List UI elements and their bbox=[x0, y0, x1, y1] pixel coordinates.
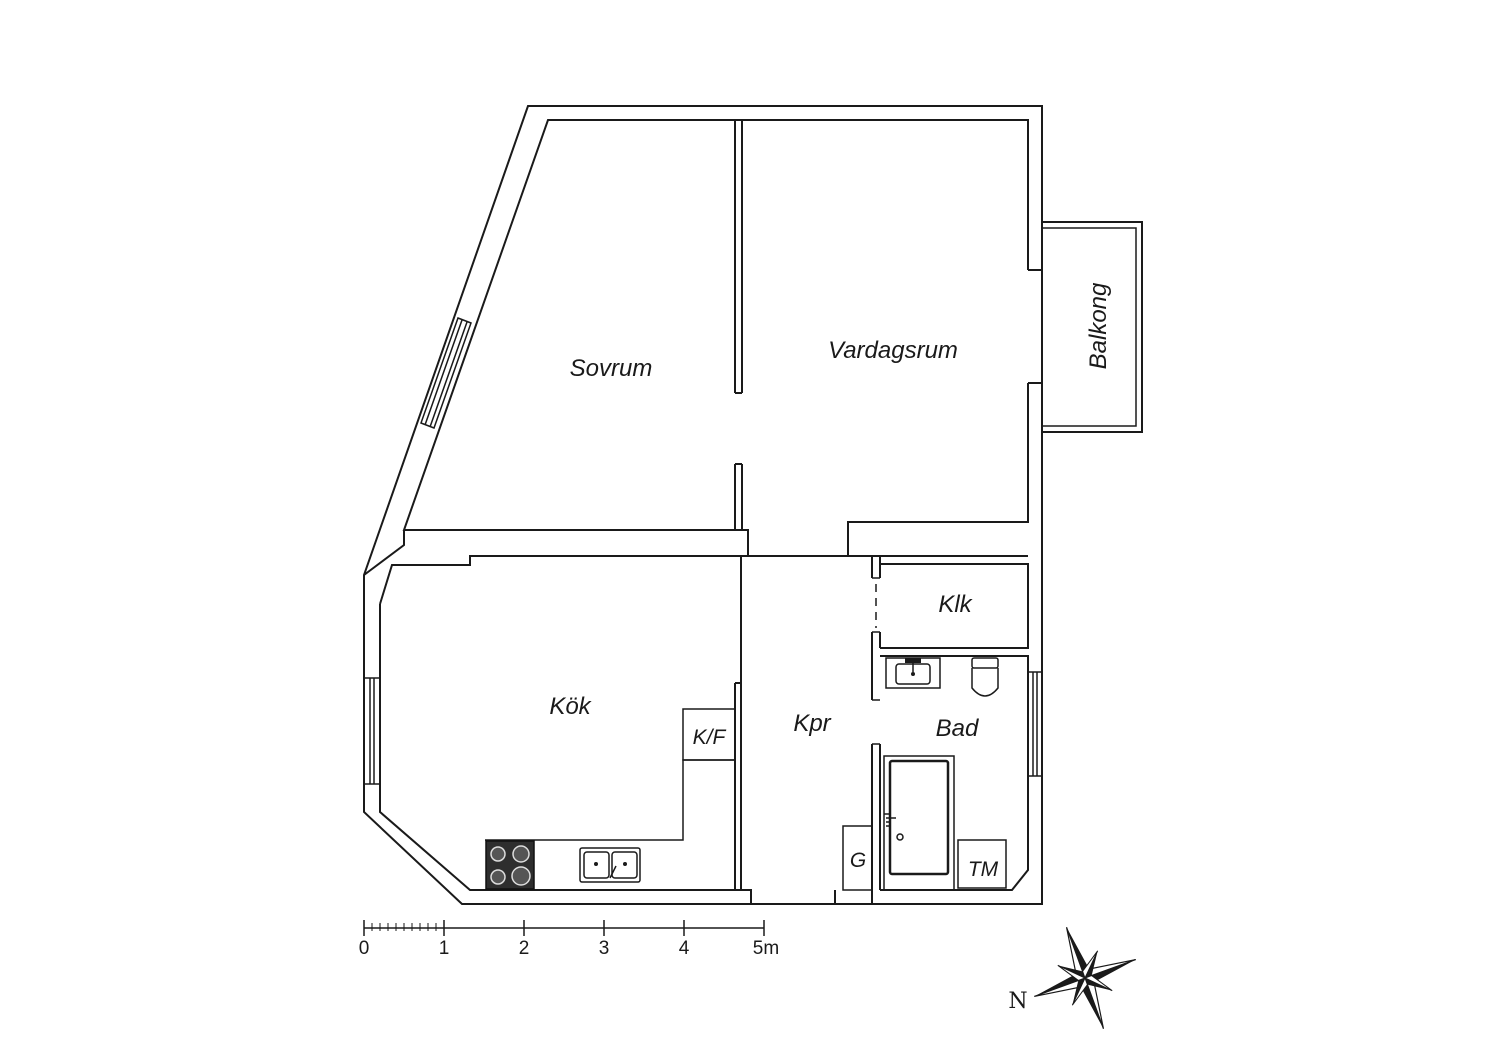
room-label-vardagsrum: Vardagsrum bbox=[828, 337, 958, 364]
bathtub bbox=[883, 755, 955, 891]
windows bbox=[363, 317, 1043, 785]
kitchen-sink bbox=[579, 847, 641, 883]
scale-tick-label-5: 5m bbox=[753, 938, 779, 959]
window-bath bbox=[1027, 671, 1043, 777]
washing-machine bbox=[957, 839, 1007, 889]
room-label-kpr: Kpr bbox=[793, 710, 831, 737]
room-label-bad: Bad bbox=[936, 715, 979, 742]
room-label-g: G bbox=[850, 849, 866, 872]
bathroom-fixtures bbox=[842, 657, 1007, 891]
toilet bbox=[971, 657, 999, 697]
stove bbox=[485, 840, 535, 890]
scale-bar: 0 1 2 3 4 5m bbox=[359, 920, 779, 959]
scale-tick-label-4: 4 bbox=[679, 938, 690, 959]
room-label-balkong: Balkong bbox=[1085, 282, 1112, 369]
bath-sink bbox=[885, 657, 941, 689]
compass-north-label: N bbox=[1008, 989, 1027, 1014]
room-label-klk: Klk bbox=[938, 591, 973, 618]
closet-g bbox=[842, 825, 873, 891]
room-label-kf: K/F bbox=[693, 726, 727, 749]
window-bedroom bbox=[420, 317, 472, 429]
window-kitchen bbox=[363, 677, 381, 785]
scale-tick-label-2: 2 bbox=[519, 938, 530, 959]
scale-tick-label-0: 0 bbox=[359, 938, 370, 959]
room-label-tm: TM bbox=[968, 858, 999, 881]
interior-walls bbox=[363, 120, 1042, 904]
scale-tick-label-1: 1 bbox=[439, 938, 450, 959]
scale-tick-label-3: 3 bbox=[599, 938, 610, 959]
kitchen-fixtures bbox=[485, 708, 736, 890]
fridge-freezer bbox=[682, 708, 736, 761]
room-label-sovrum: Sovrum bbox=[570, 355, 653, 382]
scale-ticks bbox=[363, 920, 765, 936]
compass-rose-icon bbox=[1034, 927, 1136, 1029]
room-labels: Sovrum Vardagsrum Balkong Klk Kök K/F Kp… bbox=[549, 282, 1112, 881]
balcony bbox=[1041, 221, 1143, 433]
exterior-walls bbox=[363, 105, 1043, 905]
room-label-kok: Kök bbox=[549, 693, 592, 720]
